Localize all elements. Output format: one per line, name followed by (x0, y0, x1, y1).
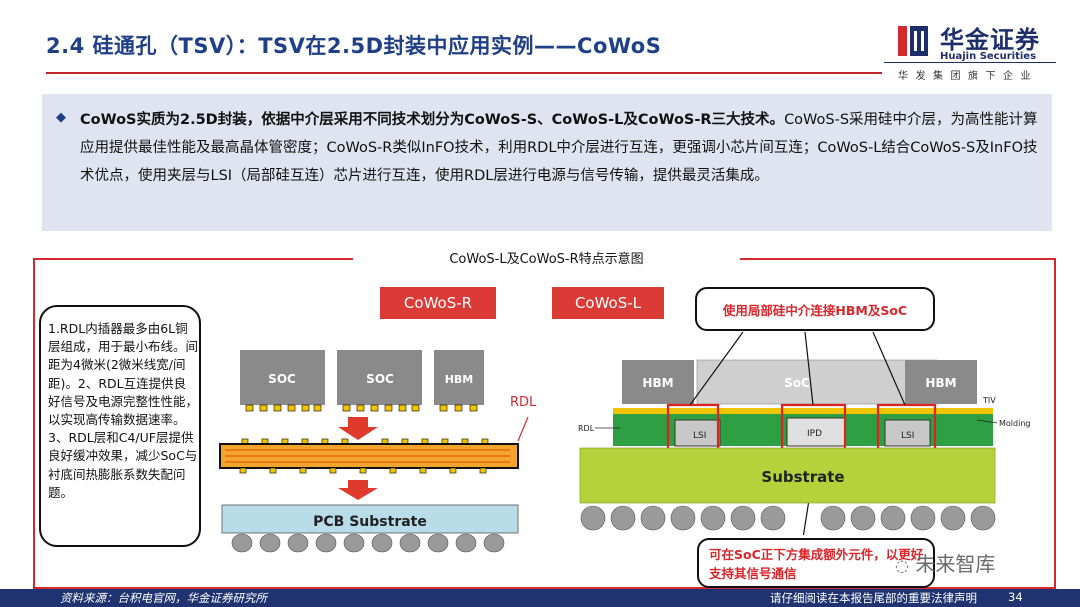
callout-top-text: 使用局部硅中介连接HBM及SoC (722, 303, 908, 318)
figure-frame-top-right (740, 258, 1056, 260)
summary-box (42, 94, 1052, 231)
logo-slogan: 华发集团旗下企业 (898, 71, 1038, 82)
tag-cowos-l: CoWoS-L (552, 287, 664, 319)
tiv-label: TIV (982, 396, 996, 405)
footer-bar (0, 589, 1080, 607)
figure-frame (33, 259, 1056, 589)
footer-disclaimer[interactable]: 请仔细阅读在本报告尾部的重要法律声明 (770, 591, 977, 605)
watermark-text: 未来智库 (915, 552, 996, 576)
arrow-down-icon (338, 417, 378, 440)
solder-balls (580, 505, 996, 531)
watermark: ◌ 未来智库 (895, 548, 995, 577)
figure-frame-top-left (33, 258, 353, 260)
cowos-l-diagram: HBM SoC HBM LSI IPD LSI RDL TIV Molding … (578, 331, 1030, 535)
rdl-leader-line (517, 416, 529, 442)
logo-divider (884, 62, 1056, 63)
chip-label: SOC (268, 372, 296, 386)
substrate-label: PCB Substrate (313, 514, 427, 530)
logo-name-cn: 华金证券 (940, 26, 1040, 54)
page-title: 2.4 硅通孔（TSV）：TSV在2.5D封装中应用实例——CoWoS (46, 34, 662, 58)
bullet-diamond-icon: ◆ (56, 110, 66, 125)
substrate-label: Substrate (761, 468, 844, 486)
huajin-logo-icon (898, 26, 928, 56)
cowos-l-chip-hbm-left: HBM (622, 360, 694, 404)
cowos-r-chip-soc-2: SOC (337, 350, 422, 405)
microbumps-top (245, 404, 478, 412)
chip-label: HBM (642, 376, 673, 390)
cowos-r-diagram: SOC SOC HBM RDL PCB Substrate (219, 350, 537, 553)
cowos-l-chip-soc: SoC (696, 359, 938, 405)
rdl-side-label: RDL (578, 424, 595, 433)
summary-body: CoWoS-S采用硅中介层，为高性能计算应用提供最佳性能及最高晶体管密度；CoW… (80, 112, 1038, 184)
lsi-chips: LSI IPD LSI (674, 417, 931, 447)
summary-text: CoWoS实质为2.5D封装，依据中介层采用不同技术划分为CoWoS-S、CoW… (80, 106, 1045, 190)
summary-lead: CoWoS实质为2.5D封装，依据中介层采用不同技术划分为CoWoS-S、CoW… (80, 112, 785, 128)
molding-leader-line (976, 419, 998, 424)
logo-name-en: Huajin Securities (940, 51, 1037, 62)
chip-label: HBM (925, 376, 956, 390)
cowos-l-substrate: Substrate (579, 447, 996, 504)
footer-source: 资料来源：台积电官网，华金证券研究所 (60, 591, 267, 605)
cowos-l-chip-hbm-right: HBM (905, 360, 977, 404)
chip-label: SOC (366, 372, 394, 386)
lsi-right-label: LSI (901, 431, 914, 441)
rdl-interposer (219, 443, 519, 469)
lsi-left-label: LSI (693, 431, 706, 441)
tag-cowos-r: CoWoS-R (380, 287, 496, 319)
page-number: 34 (1008, 590, 1023, 604)
note-text: 1.RDL内插器最多由6L铜层组成，用于最小布线。间距为4微米(2微米线宽/间距… (48, 321, 199, 500)
cowos-r-chip-soc-1: SOC (240, 350, 325, 405)
wechat-icon: ◌ (895, 556, 909, 575)
molding-label: Molding (999, 419, 1030, 428)
rdl-label: RDL (510, 395, 537, 410)
chip-label: SoC (784, 376, 810, 390)
ipd-label: IPD (807, 429, 822, 439)
figure-caption: CoWoS-L及CoWoS-R特点示意图 (449, 252, 644, 267)
solder-balls (231, 533, 505, 553)
rdl-bumps (241, 438, 489, 445)
callout-bottom-text: 可在SoC正下方集成额外元件，以更好支持其信号通信 (709, 547, 924, 581)
title-divider (46, 72, 882, 74)
pcb-substrate: PCB Substrate (221, 504, 519, 534)
chip-label: HBM (445, 373, 474, 386)
note-bubble (39, 305, 201, 547)
callout-bottom-box (697, 538, 935, 588)
arrow-down-icon (338, 480, 378, 500)
callout-top-box (695, 287, 935, 331)
rdl-bumps-bottom (239, 467, 487, 474)
cowos-r-chip-hbm: HBM (434, 350, 484, 405)
